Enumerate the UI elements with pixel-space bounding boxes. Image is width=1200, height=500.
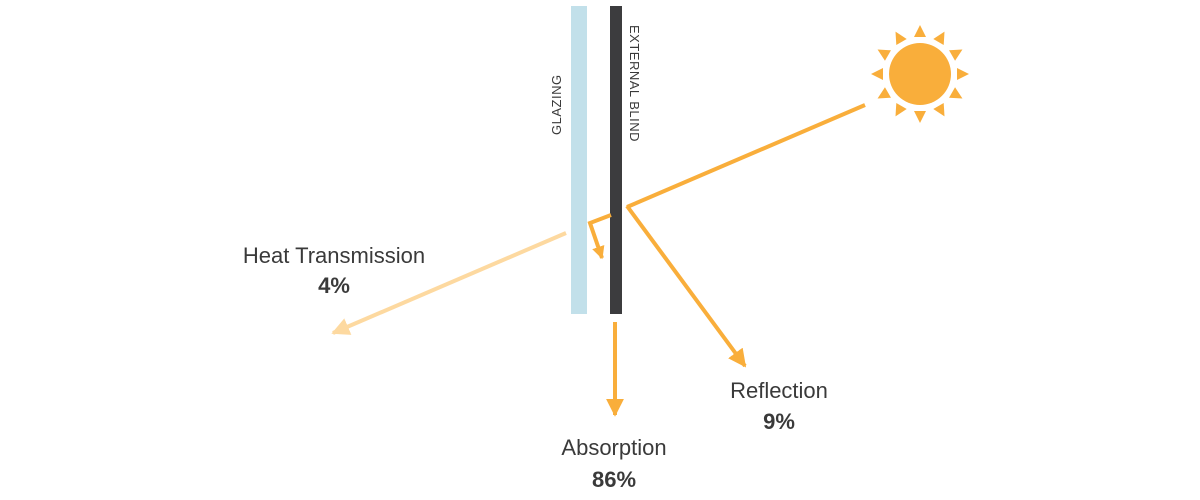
sun-ray-icon [871, 68, 883, 80]
sun-ray-icon [895, 103, 907, 117]
sun-icon [871, 25, 969, 123]
transmission-label: Heat Transmission [243, 243, 425, 268]
reflection-label: Reflection [730, 378, 828, 403]
glazing-layer [571, 6, 587, 314]
sun-ray-icon [914, 111, 926, 123]
sun-ray-icon [933, 103, 945, 117]
sun-ray-icon [949, 49, 963, 61]
sun-ray-icon [914, 25, 926, 37]
reflection-value: 9% [763, 409, 795, 434]
sun-ray-icon [949, 87, 963, 99]
inner-ray [587, 213, 612, 260]
external-blind-layer [610, 6, 622, 314]
transmission-arrow [331, 231, 567, 335]
glazing-label: GLAZING [549, 74, 564, 135]
sun-ray-icon [877, 49, 891, 61]
absorption-label: Absorption [561, 435, 666, 460]
absorption-value: 86% [592, 467, 636, 492]
sun-ray-icon [877, 87, 891, 99]
sun-ray-icon [933, 31, 945, 45]
incoming-ray [626, 103, 866, 209]
sun-ray-icon [957, 68, 969, 80]
external-blind-label: EXTERNAL BLIND [627, 25, 642, 142]
reflection-arrow [625, 204, 747, 368]
sun-ray-icon [895, 31, 907, 45]
transmission-value: 4% [318, 273, 350, 298]
